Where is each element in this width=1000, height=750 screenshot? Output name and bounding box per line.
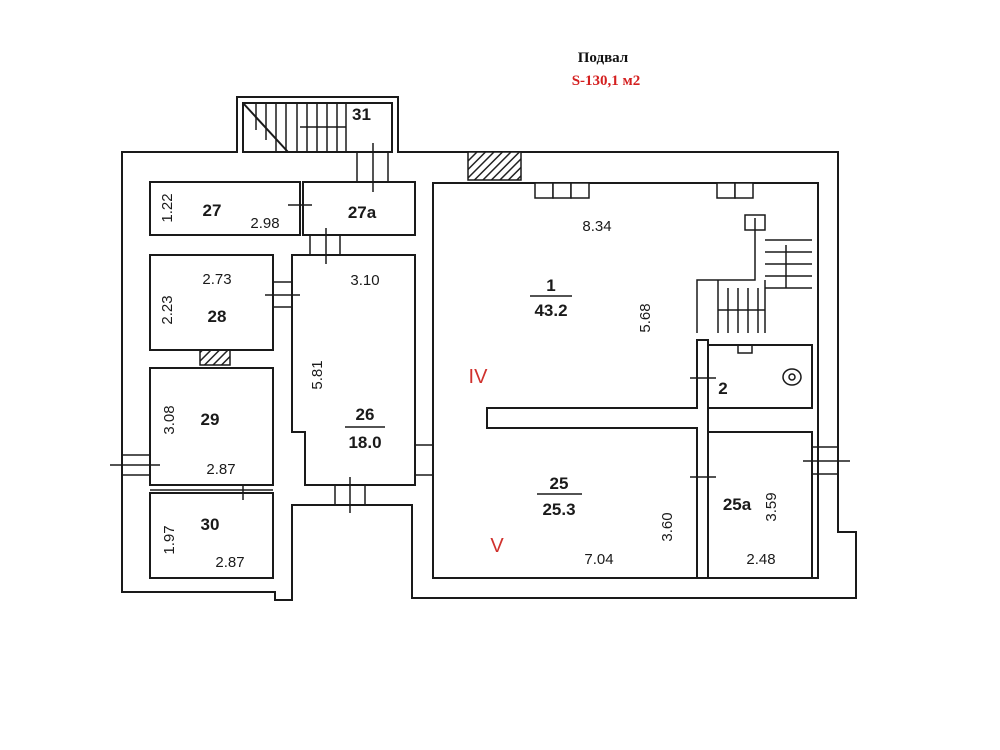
room-25-dim: 7.04 (584, 551, 613, 568)
radiators (534, 182, 754, 199)
vent-shaft (467, 151, 522, 181)
room-29-dim: 2.87 (206, 461, 235, 478)
entrance-stair (242, 102, 393, 153)
zone-iv-label: IV (469, 366, 489, 388)
room-27-label: 27 (203, 201, 222, 220)
room-25a-label: 25a (723, 495, 752, 514)
toilet-icon (737, 344, 802, 386)
zone-v-label: V (490, 535, 504, 557)
room-1-area: 43.2 (534, 301, 567, 320)
room-1-dim: 5.68 (637, 303, 654, 332)
room-25-area: 25.3 (542, 500, 575, 519)
room-28 (149, 254, 274, 351)
room-27-dim: 2.98 (250, 215, 279, 232)
room-1-dim: 8.34 (582, 218, 611, 235)
room-25-label: 25 (550, 474, 569, 493)
room-27a (302, 181, 416, 236)
room-25-dim: 3.60 (659, 512, 676, 541)
vent-shaft (199, 349, 231, 366)
room-29-label: 29 (201, 410, 220, 429)
room-27-dim: 1.22 (159, 193, 176, 222)
room-25a-dim: 2.48 (746, 551, 775, 568)
plan-title: Подвал (578, 50, 629, 66)
outer-wall (121, 96, 857, 601)
room-26-area: 18.0 (348, 433, 381, 452)
room-27 (149, 181, 301, 236)
room-30-dim: 2.87 (215, 554, 244, 571)
room-2-label: 2 (718, 379, 727, 398)
room-26-dim: 3.10 (350, 272, 379, 289)
room-28-dim: 2.73 (202, 271, 231, 288)
room-25a (707, 431, 813, 579)
room-27a-label: 27a (348, 203, 377, 222)
room-29 (149, 367, 274, 486)
room-1-outline (432, 182, 819, 579)
room-25a-dim: 3.59 (763, 492, 780, 521)
room-28-label: 28 (208, 307, 227, 326)
inner-stair (696, 214, 812, 333)
room-26-dim: 5.81 (309, 360, 326, 389)
room-28-dim: 2.23 (159, 295, 176, 324)
doors (110, 143, 850, 513)
room-29-dim: 3.08 (161, 405, 178, 434)
room-26-label: 26 (356, 405, 375, 424)
room-31-label: 31 (352, 105, 371, 124)
room-30-dim: 1.97 (161, 525, 178, 554)
plan-area: S-130,1 м2 (572, 73, 641, 89)
room-2 (707, 344, 813, 409)
room-1-label: 1 (546, 276, 555, 295)
room-26 (291, 254, 416, 486)
room-30-label: 30 (201, 515, 220, 534)
room-30 (149, 492, 274, 579)
